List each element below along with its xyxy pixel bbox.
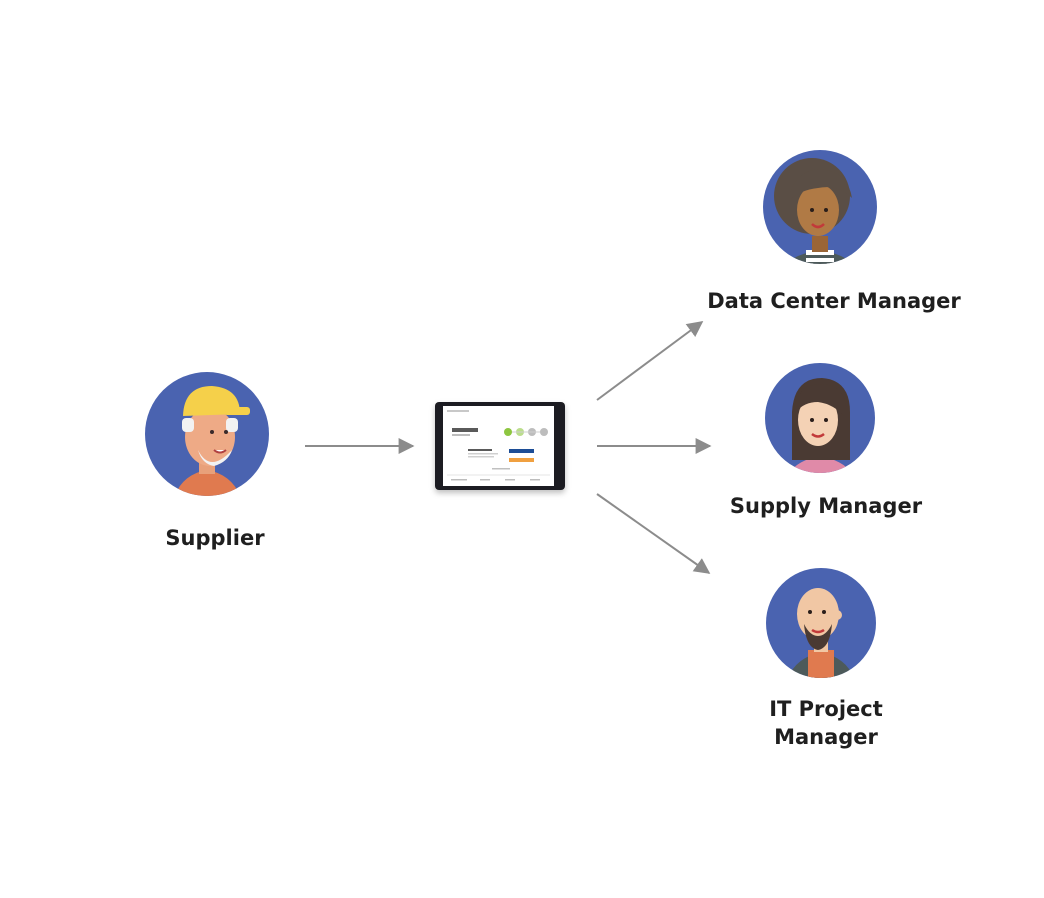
supplier-label-text: Supplier	[165, 526, 265, 550]
it-project-manager-label: IT Project Manager	[736, 695, 916, 751]
supplier-label: Supplier	[135, 524, 295, 552]
data-center-manager-label: Data Center Manager	[694, 287, 974, 315]
arrow-tablet-to-it-project-manager	[596, 493, 711, 574]
supplier-avatar-icon	[145, 372, 269, 496]
it-project-manager-label-line1: IT Project	[769, 697, 883, 721]
supply-manager-avatar-icon	[765, 363, 875, 473]
it-project-manager-avatar-icon	[766, 568, 876, 678]
tablet-icon	[435, 402, 565, 490]
it-project-manager-label-line2: Manager	[774, 725, 878, 749]
supply-manager-label: Supply Manager	[706, 492, 946, 520]
arrow-tablet-to-data-center-manager	[596, 321, 704, 401]
data-center-manager-avatar-icon	[763, 150, 877, 264]
data-center-manager-label-text: Data Center Manager	[707, 289, 961, 313]
supply-manager-label-text: Supply Manager	[729, 494, 923, 518]
